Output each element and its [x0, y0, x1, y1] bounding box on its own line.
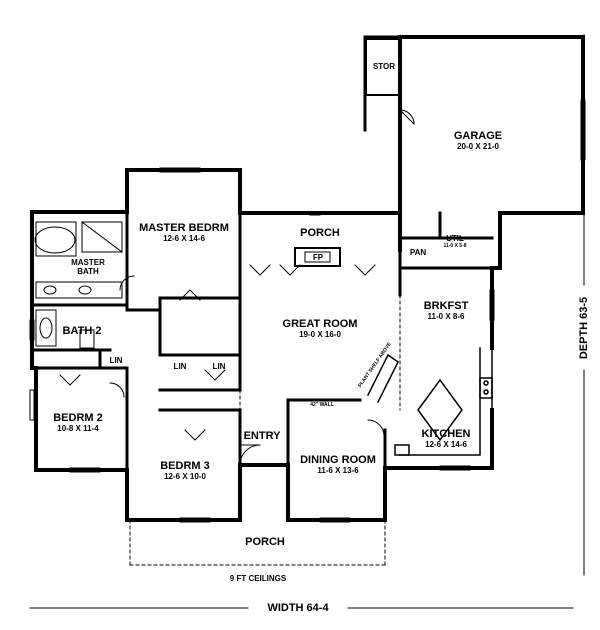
exterior-walls — [30, 35, 585, 522]
label-lin-3: LIN — [212, 362, 226, 371]
depth-dimension: DEPTH 63-5 — [578, 296, 590, 360]
garage-walls — [363, 35, 415, 262]
size-bedrm2: 10-8 X 11-4 — [57, 424, 99, 433]
fireplace — [294, 247, 341, 267]
wall-note: 42" WALL — [310, 402, 334, 408]
label-pan: PAN — [409, 248, 427, 257]
kitchen-counters — [366, 347, 493, 456]
size-brkfst: 11-0 X 8-6 — [427, 312, 465, 321]
interior-walls — [30, 210, 494, 472]
ceilings-note: 9 FT CEILINGS — [229, 574, 287, 583]
dimension-lines — [29, 34, 585, 609]
size-bedrm3: 12-6 X 10-0 — [164, 472, 206, 481]
label-bath2: BATH 2 — [62, 325, 102, 337]
size-util: 11-0 X 5-8 — [443, 243, 467, 249]
label-fp: FP — [312, 253, 324, 262]
size-great-room: 19-0 X 16-0 — [299, 330, 341, 339]
label-entry: ENTRY — [243, 430, 281, 442]
size-kitchen: 12-6 X 14-6 — [425, 440, 467, 449]
size-garage: 20-0 X 21-0 — [457, 142, 499, 151]
openings — [129, 294, 493, 566]
label-porch-rear: PORCH — [300, 227, 340, 239]
size-master-bedrm: 12-6 X 14-6 — [163, 234, 205, 243]
size-dining-room: 11-6 X 13-6 — [317, 466, 359, 475]
bath-fixtures — [34, 221, 123, 349]
label-master-bath: MASTER BATH — [71, 258, 105, 276]
windows — [29, 99, 586, 523]
label-stor: STOR — [372, 62, 396, 71]
width-dimension: WIDTH 64-4 — [267, 602, 329, 614]
label-lin-1: LIN — [109, 356, 123, 365]
label-porch-front: PORCH — [245, 536, 285, 548]
label-lin-2: LIN — [173, 362, 187, 371]
